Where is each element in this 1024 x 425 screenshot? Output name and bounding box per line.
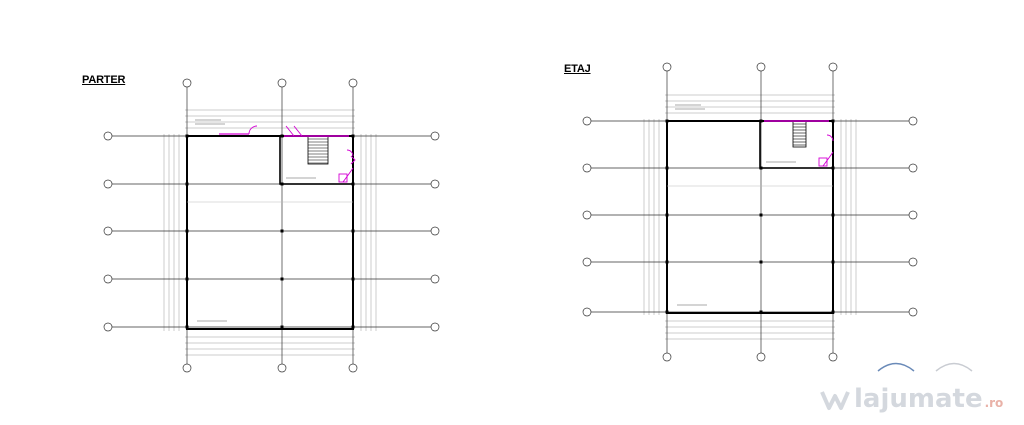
stamp-seal-1: [877, 362, 915, 372]
structural-column: [759, 310, 763, 314]
structural-column: [665, 166, 669, 170]
door-frame: [818, 157, 828, 167]
structural-column: [759, 260, 763, 264]
grid-bubble-column: [828, 352, 838, 362]
grid-bubble-row: [430, 131, 440, 141]
grid-bubble-row: [582, 257, 592, 267]
staircase: [792, 120, 807, 148]
structural-column: [665, 119, 669, 123]
grid-bubble-row: [103, 131, 113, 141]
grid-bubble-column: [662, 352, 672, 362]
structural-column: [665, 310, 669, 314]
grid-bubble-column: [182, 78, 192, 88]
grid-bubble-column: [756, 62, 766, 72]
structural-column: [185, 325, 189, 329]
floor-plan-upper: [582, 62, 918, 362]
grid-bubble-row: [103, 179, 113, 189]
grid-bubble-column: [348, 363, 358, 373]
structural-column: [831, 310, 835, 314]
grid-bubble-row: [908, 307, 918, 317]
watermark-tld: .ro: [984, 396, 1004, 410]
structural-column: [185, 229, 189, 233]
grid-bubble-column: [756, 352, 766, 362]
grid-bubble-row: [908, 116, 918, 126]
structural-column: [831, 260, 835, 264]
grid-bubble-row: [430, 274, 440, 284]
building-outline: [186, 135, 354, 330]
grid-bubble-row: [430, 226, 440, 236]
grid-bubble-row: [103, 226, 113, 236]
structural-column: [280, 325, 284, 329]
inner-room-wall: [759, 120, 834, 169]
door-swing: [346, 149, 354, 157]
structural-column: [665, 260, 669, 264]
grid-bubble-row: [908, 210, 918, 220]
watermark-logo: lajumate .ro: [820, 384, 1003, 414]
grid-bubble-column: [182, 363, 192, 373]
grid-bubble-row: [908, 257, 918, 267]
structural-column: [351, 277, 355, 281]
watermark-text: lajumate: [854, 384, 983, 414]
structural-column: [280, 277, 284, 281]
building-outline: [666, 120, 834, 314]
door-swing: [350, 155, 356, 165]
structural-column: [831, 213, 835, 217]
grid-bubble-column: [348, 78, 358, 88]
structural-column: [185, 182, 189, 186]
grid-bubble-row: [103, 322, 113, 332]
door-swing: [826, 134, 834, 142]
grid-bubble-row: [103, 274, 113, 284]
structural-column: [759, 213, 763, 217]
plan-title-ground: PARTER: [82, 74, 126, 86]
floor-plan-ground: [103, 78, 440, 373]
grid-bubble-row: [582, 210, 592, 220]
door-swing: [248, 125, 258, 135]
door-swing: [342, 167, 354, 183]
grid-bubble-row: [908, 163, 918, 173]
grid-bubble-column: [277, 363, 287, 373]
grid-bubble-column: [277, 78, 287, 88]
structural-column: [351, 229, 355, 233]
grid-bubble-row: [430, 179, 440, 189]
structural-column: [665, 213, 669, 217]
structural-column: [280, 229, 284, 233]
grid-bubble-row: [582, 163, 592, 173]
plan-title-upper: ETAJ: [564, 63, 591, 75]
door-swing: [822, 151, 834, 167]
structural-column: [185, 134, 189, 138]
grid-bubble-row: [582, 116, 592, 126]
grid-bubble-column: [662, 62, 672, 72]
door-swing: [285, 125, 303, 137]
grid-bubble-column: [828, 62, 838, 72]
structural-column: [185, 277, 189, 281]
stamp-seal-2: [935, 362, 973, 372]
structural-column: [351, 325, 355, 329]
door-frame: [338, 173, 348, 183]
grid-bubble-row: [582, 307, 592, 317]
grid-bubble-row: [430, 322, 440, 332]
watermark-icon: [820, 391, 850, 410]
